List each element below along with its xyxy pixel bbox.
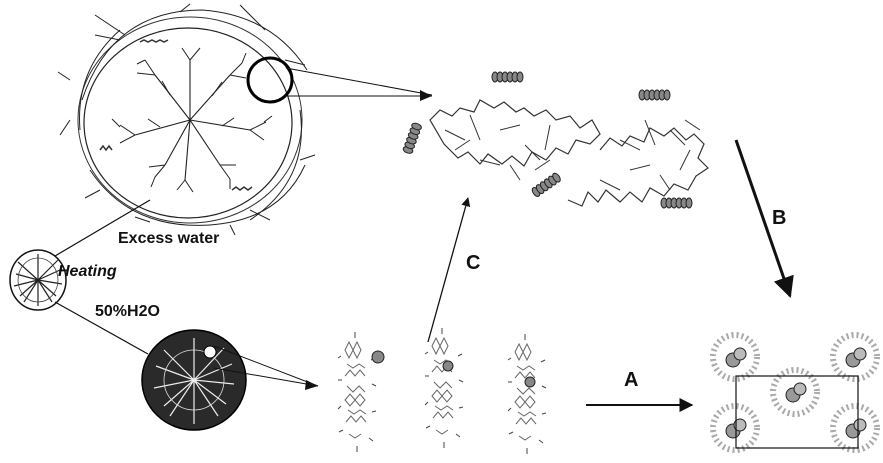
arrow-c bbox=[428, 198, 468, 342]
swollen-granule bbox=[58, 4, 315, 235]
heating-label: Heating bbox=[58, 263, 117, 281]
excess-water-label: Excess water bbox=[118, 230, 219, 248]
arrow-b-label: B bbox=[772, 207, 786, 230]
arrow-c-label: C bbox=[466, 252, 480, 275]
arrow-a-label: A bbox=[624, 369, 638, 392]
gelatinized-chains bbox=[402, 72, 708, 208]
gelatinized-granule bbox=[142, 330, 246, 430]
crystal-lattice bbox=[713, 335, 877, 450]
double-helix-group bbox=[338, 328, 546, 454]
water-50-label: 50%H2O bbox=[95, 303, 160, 321]
